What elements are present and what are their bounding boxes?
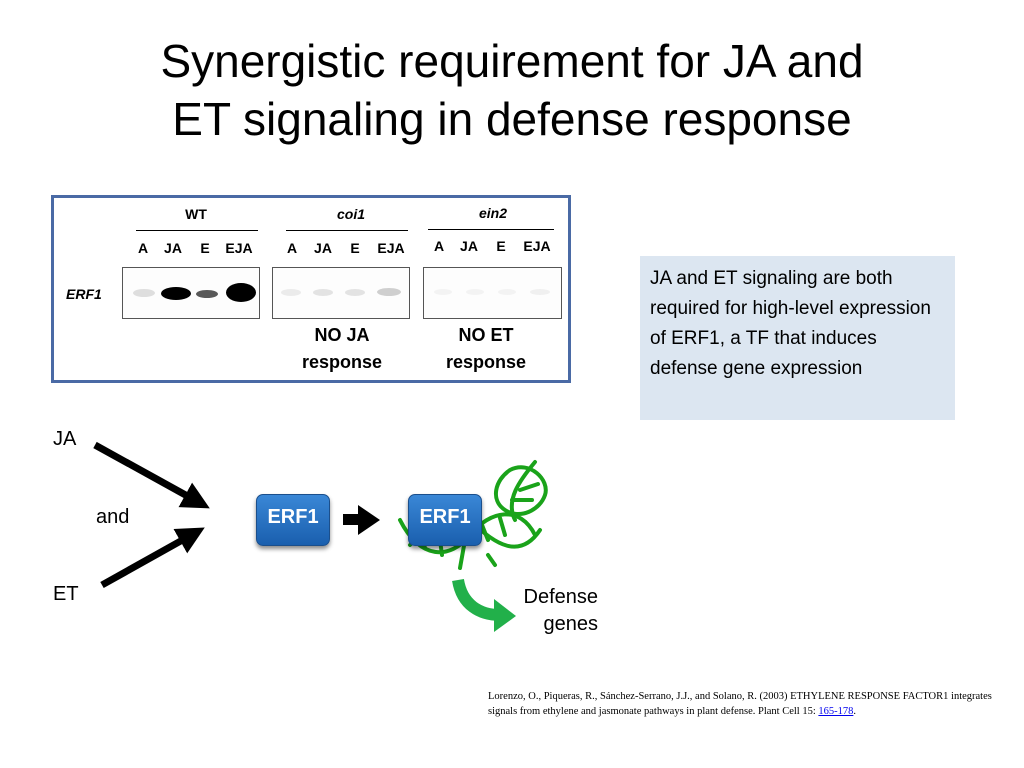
erf1-box-left: ERF1 bbox=[256, 494, 330, 546]
band-coi1-eja bbox=[377, 288, 401, 296]
lane-wt-eja: EJA bbox=[225, 240, 253, 256]
lane-wt-a: A bbox=[137, 240, 149, 256]
band-coi1-ja bbox=[313, 289, 333, 296]
group-coi1-label: coi1 bbox=[336, 206, 365, 222]
band-wt-eja bbox=[226, 283, 256, 302]
gel-coi1 bbox=[272, 267, 410, 319]
slide-title: Synergistic requirement for JA and ET si… bbox=[0, 32, 1024, 148]
citation-end: . bbox=[853, 706, 857, 717]
band-coi1-a bbox=[281, 289, 301, 296]
info-box: JA and ET signaling are both required fo… bbox=[640, 256, 955, 420]
note-no-ja-response: NO JA response bbox=[272, 322, 412, 376]
band-wt-ja bbox=[161, 287, 191, 300]
note-no-et-line1: NO ET bbox=[458, 325, 514, 345]
band-ein2-eja bbox=[530, 289, 550, 295]
note-no-et-line2: response bbox=[445, 352, 527, 372]
ja-label: JA bbox=[53, 428, 77, 450]
title-line-2: ET signaling in defense response bbox=[172, 93, 852, 145]
et-arrow bbox=[100, 527, 205, 589]
group-wt-line bbox=[136, 230, 258, 231]
group-ein2-line bbox=[428, 229, 554, 230]
note-no-ja-line1: NO JA bbox=[314, 325, 370, 345]
title-line-1: Synergistic requirement for JA and bbox=[160, 35, 864, 87]
group-ein2-label: ein2 bbox=[478, 205, 507, 221]
row-label-erf1: ERF1 bbox=[66, 286, 102, 302]
lane-coi1-ja: JA bbox=[314, 240, 332, 256]
lane-wt-e: E bbox=[200, 240, 210, 256]
lane-wt-ja: JA bbox=[164, 240, 182, 256]
band-wt-e bbox=[196, 290, 218, 298]
activation-arrow-icon bbox=[343, 505, 380, 535]
lane-coi1-e: E bbox=[350, 240, 360, 256]
defense-line1: Defense bbox=[523, 586, 599, 608]
lane-coi1-eja: EJA bbox=[377, 240, 405, 256]
group-wt-label: WT bbox=[185, 206, 207, 222]
lane-ein2-eja: EJA bbox=[523, 238, 551, 254]
ja-arrow bbox=[93, 441, 210, 509]
gel-ein2 bbox=[423, 267, 562, 319]
lane-ein2-ja: JA bbox=[460, 238, 478, 254]
lane-ein2-a: A bbox=[433, 238, 445, 254]
lane-coi1-a: A bbox=[286, 240, 298, 256]
citation-text: Lorenzo, O., Piqueras, R., Sánchez-Serra… bbox=[488, 691, 992, 717]
erf1-box-right: ERF1 bbox=[408, 494, 482, 546]
band-ein2-a bbox=[434, 289, 452, 295]
and-label: and bbox=[96, 506, 130, 528]
band-ein2-ja bbox=[466, 289, 484, 295]
note-no-ja-line2: response bbox=[301, 352, 383, 372]
citation: Lorenzo, O., Piqueras, R., Sánchez-Serra… bbox=[488, 689, 1003, 719]
defense-line2: genes bbox=[543, 613, 599, 635]
band-coi1-e bbox=[345, 289, 365, 296]
group-coi1-line bbox=[286, 230, 408, 231]
citation-page-link[interactable]: 165-178 bbox=[818, 706, 854, 717]
note-no-et-response: NO ET response bbox=[416, 322, 556, 376]
band-ein2-e bbox=[498, 289, 516, 295]
lane-ein2-e: E bbox=[496, 238, 506, 254]
band-wt-a bbox=[133, 289, 155, 297]
defense-genes-label: Defense genes bbox=[500, 584, 599, 638]
gel-wt bbox=[122, 267, 260, 319]
et-label: ET bbox=[53, 583, 79, 605]
